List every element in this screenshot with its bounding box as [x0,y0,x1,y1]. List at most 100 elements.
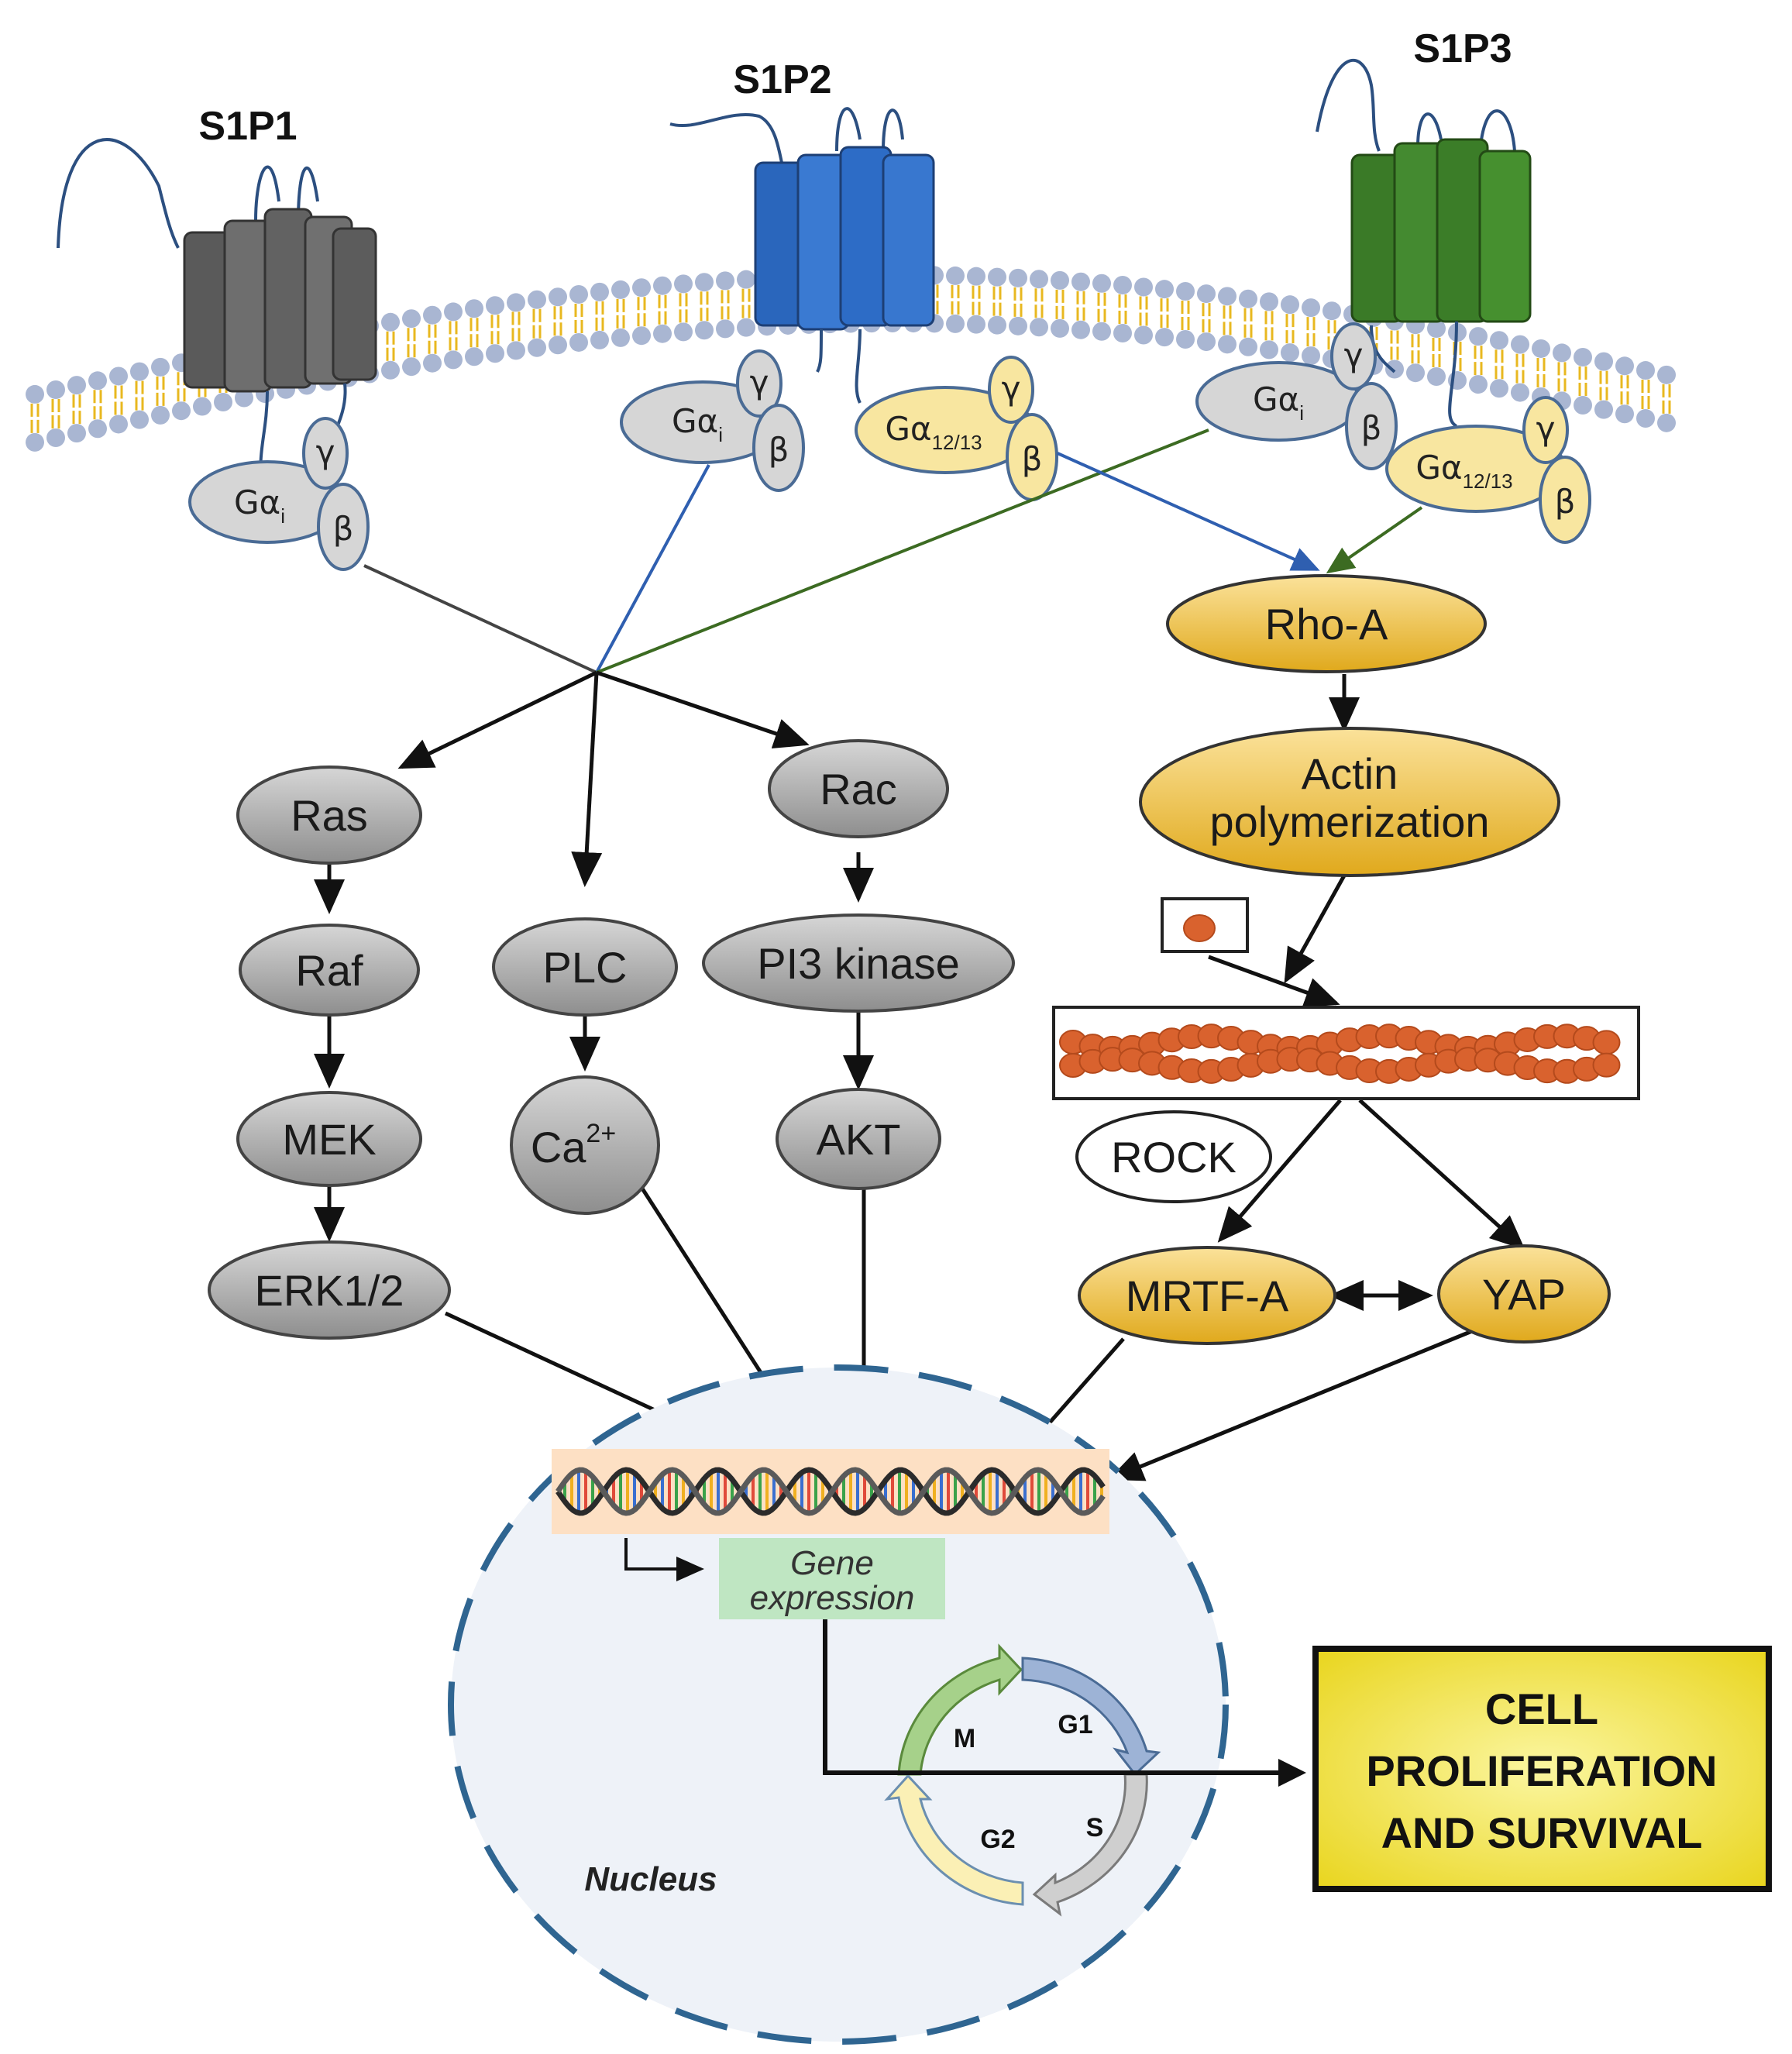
hub-to-ras-arrow [397,670,598,769]
s1p2-label: S1P2 [733,57,831,102]
lipid-head [130,410,149,429]
lipid-head [1302,298,1320,318]
lipid-head [381,360,400,380]
dna-helix [555,1467,1106,1516]
lipid-head [1092,322,1111,341]
lipid-tail [992,286,1002,300]
lipid-tail [1390,330,1399,344]
lipid-head [1511,383,1529,402]
lipid-tail [741,288,751,302]
lipid-head [1427,367,1446,387]
lipid-tail [553,306,562,320]
hub-to-plc-arrow [571,672,603,887]
lipid-head [67,424,86,443]
filament-to-mrtfa-arrow [1217,1099,1342,1243]
svg-text:Ras: Ras [291,791,368,840]
lipid-tail [1599,370,1608,384]
lipid-head [1134,325,1153,345]
lipid-tail [1515,353,1525,367]
dna-backbone [555,1467,1106,1516]
ras-node: Ras [236,766,422,865]
lipid-tail [741,304,751,318]
lipid-head [46,380,65,400]
lipid-tail [721,306,730,320]
lipid-head [674,322,693,342]
svg-text:Gα12/13: Gα12/13 [1415,449,1512,493]
transcription-arrow [624,1538,704,1581]
s1p1-g-beta [317,483,370,571]
filament-to-yap-arrow [1358,1099,1525,1251]
lipid-head [1239,289,1257,308]
lipid-tail [1306,317,1316,331]
s1p1-receptor: S1P1 [57,104,377,485]
actin-filament [1059,1024,1621,1084]
lipid-head [1406,363,1425,383]
s1p1-gi-protein: Gαi γ β [188,417,370,571]
lipid-tail [1055,305,1065,319]
lipid-head [653,276,672,295]
lipid-head [88,419,107,439]
svg-text:γ: γ [1344,336,1364,374]
lipid-head [590,330,609,349]
lipid-tail [51,399,60,413]
lipid-tail [1620,375,1629,389]
lipid-head [1281,295,1299,315]
nucleus-envelope [448,1364,1229,2045]
lipid-head [402,357,421,377]
lipid-head [1197,332,1216,352]
lipid-tail [1202,303,1211,317]
gene-to-proliferation-arrow [823,1619,1306,1787]
lipid-head [674,274,693,294]
lipid-tail [1390,346,1399,360]
g2-phase-arrow [884,1774,1024,1906]
lipid-tail [1432,354,1441,368]
gene-expression-box [719,1538,945,1619]
lipid-head [1009,316,1027,335]
lipid-tail [616,298,625,312]
svg-text:β: β [1555,483,1576,521]
svg-text:CELL: CELL [1485,1684,1598,1733]
s1p2-g1213-to-rhoa-arrow [1057,452,1320,571]
lipid-head [1051,270,1069,290]
lipid-tail [1264,311,1274,325]
svg-text:Gene: Gene [790,1544,874,1582]
lipid-head [1490,379,1508,398]
lipid-tail [1557,362,1567,376]
lipid-head [26,432,44,452]
lipid-head [653,324,672,343]
lipid-head [1636,361,1655,380]
lipid-tail [51,415,60,429]
lipid-tail [1662,400,1671,414]
lipid-head [486,296,504,315]
lipid-tail [1578,366,1587,380]
lipid-head [611,328,630,347]
lipid-tail [1620,391,1629,405]
lipid-tail [658,311,667,325]
lipid-tail [30,403,40,417]
s1p3-gi-line [596,428,1209,674]
lipid-head [528,290,546,309]
lipid-tail [511,328,521,342]
lipid-tail [1202,319,1211,333]
svg-text:YAP: YAP [1482,1270,1566,1319]
lipid-tail [595,301,604,315]
svg-text:γ: γ [750,363,769,401]
lipid-tail [1034,288,1044,302]
gene-expression: Gene expression [624,1538,945,1619]
lipid-head [716,319,734,339]
lipid-tail [469,318,479,332]
lipid-head [1030,318,1048,337]
lipid-head [423,305,442,325]
lipid-tail [951,301,960,315]
lipid-head [1657,365,1676,384]
actin-monomer-box [1161,897,1249,953]
lipid-head [235,388,253,408]
lipid-head [88,371,107,391]
lipid-tail [700,291,709,305]
lipid-tail [428,324,437,338]
lipid-tail [1432,338,1441,352]
lipid-tail [1599,387,1608,401]
lipid-head [402,309,421,329]
lipid-tail [658,294,667,308]
